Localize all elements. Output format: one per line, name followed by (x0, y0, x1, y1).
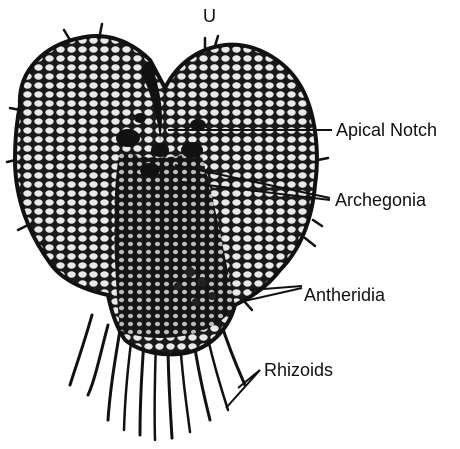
rhizoid (140, 340, 144, 435)
label-rhizoids: Rhizoids (264, 360, 333, 380)
rhizoids-pointer-2 (226, 370, 260, 408)
label-antheridia: Antheridia (304, 285, 386, 305)
rhizoid (124, 335, 132, 430)
thallus (7, 24, 328, 354)
rhizoid (70, 315, 92, 385)
top-mark: U (203, 6, 216, 26)
label-archegonia: Archegonia (335, 190, 427, 210)
rhizoid (88, 325, 108, 395)
label-apical-notch: Apical Notch (336, 120, 437, 140)
rhizoid (168, 342, 172, 438)
rhizoid (155, 342, 156, 440)
rhizoid (108, 330, 120, 420)
